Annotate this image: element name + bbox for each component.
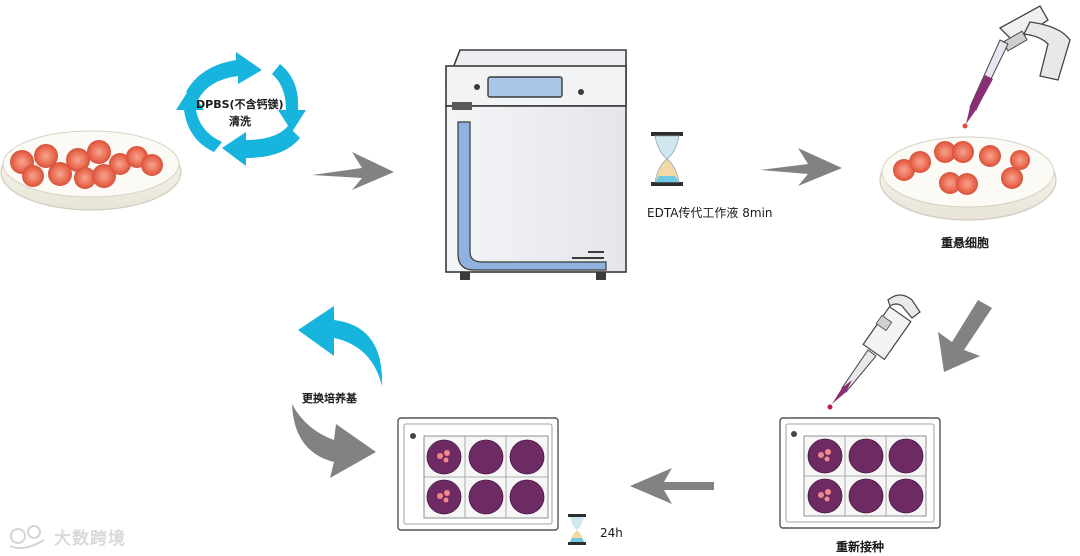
pipette-gun-icon bbox=[962, 5, 1071, 129]
edta-label: EDTA传代工作液 8min bbox=[647, 206, 773, 220]
incubator bbox=[444, 49, 627, 280]
micropipette-icon bbox=[827, 294, 921, 410]
arrow-to-incubate bbox=[630, 468, 714, 504]
watermark-logo bbox=[9, 525, 45, 549]
reseed-label: 重新接种 bbox=[836, 540, 885, 554]
change-medium-label: 更换培养基 bbox=[302, 392, 357, 405]
well-plate-24h bbox=[397, 417, 559, 531]
change-medium-gray-arrow bbox=[292, 404, 376, 478]
watermark-text: 大数跨境 bbox=[54, 529, 126, 549]
arrow-to-reseed bbox=[938, 300, 992, 372]
petri-dish-initial bbox=[0, 130, 182, 211]
hourglass-small-icon bbox=[568, 514, 586, 545]
petri-dish-resuspended bbox=[879, 136, 1057, 221]
wells bbox=[807, 438, 924, 514]
cell-cluster bbox=[10, 140, 163, 189]
wash-label: DPBS(不含钙镁) bbox=[196, 98, 284, 111]
cell-cluster bbox=[893, 141, 1030, 195]
incubate-label: 24h bbox=[600, 526, 623, 540]
arrow-to-resuspend bbox=[760, 148, 842, 186]
change-medium-cyan-arrow bbox=[298, 306, 383, 386]
hourglass-icon bbox=[651, 132, 683, 186]
arrow-to-incubator bbox=[312, 152, 394, 190]
wash-label-2: 清洗 bbox=[229, 115, 251, 128]
wash-cycle-arrows bbox=[176, 52, 306, 166]
well-plate-reseeded bbox=[779, 417, 941, 529]
resuspend-label: 重悬细胞 bbox=[941, 236, 990, 250]
wells bbox=[426, 439, 545, 515]
